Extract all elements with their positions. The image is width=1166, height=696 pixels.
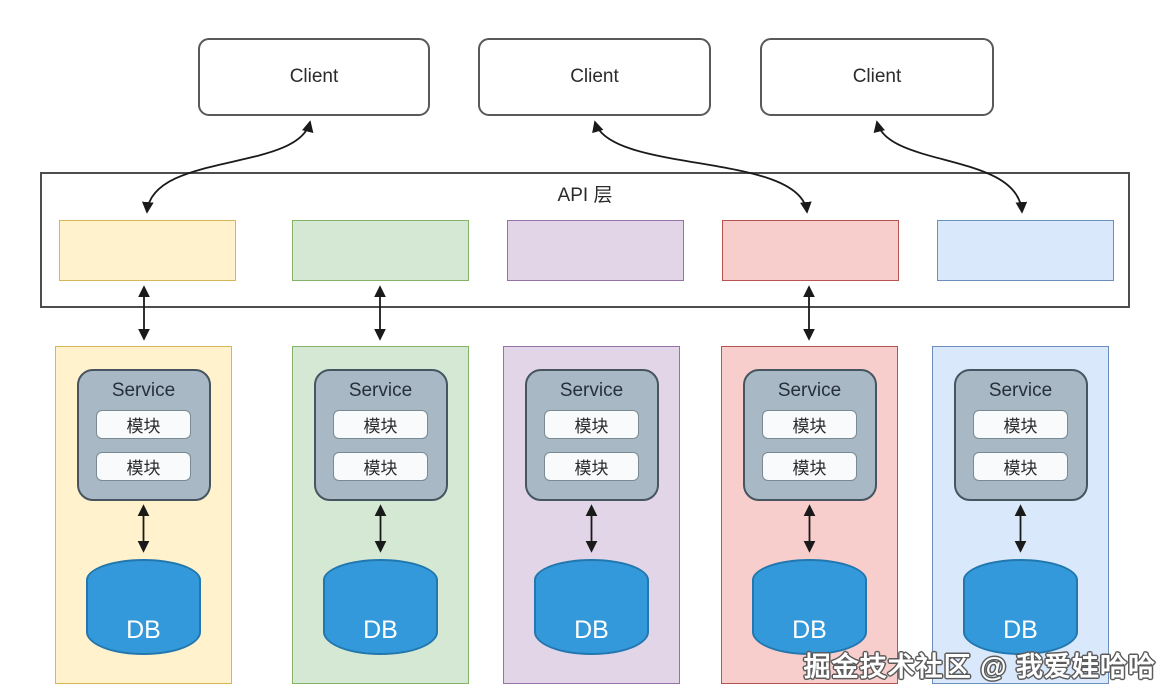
module-box: 模块: [96, 452, 191, 481]
db-cylinder: DB: [323, 559, 438, 655]
api-layer-box: API 层: [40, 172, 1130, 308]
service-label: Service: [988, 380, 1053, 401]
api-slot-yellow: [59, 220, 236, 281]
service-node: Service 模块 模块: [524, 369, 659, 501]
service-label: Service: [559, 380, 624, 401]
module-box: 模块: [973, 410, 1068, 439]
service-label: Service: [111, 380, 176, 401]
service-node: Service 模块 模块: [76, 369, 211, 501]
db-label: DB: [1003, 616, 1038, 644]
service-node: Service 模块 模块: [953, 369, 1088, 501]
db-cylinder-body: [534, 580, 649, 655]
db-cylinder: DB: [752, 559, 867, 655]
module-list: 模块 模块: [96, 410, 191, 481]
service-node: Service 模块 模块: [742, 369, 877, 501]
module-box: 模块: [544, 410, 639, 439]
db-cylinder-body: [963, 580, 1078, 655]
service-column-red: Service 模块 模块 DB: [721, 346, 898, 684]
module-box: 模块: [544, 452, 639, 481]
db-cylinder-body: [323, 580, 438, 655]
module-box: 模块: [762, 410, 857, 439]
service-column-blue: Service 模块 模块 DB: [932, 346, 1109, 684]
api-slot-purple: [507, 220, 684, 281]
client-node-2: Client: [478, 38, 711, 116]
service-column-purple: Service 模块 模块 DB: [503, 346, 680, 684]
db-cylinder: DB: [534, 559, 649, 655]
module-list: 模块 模块: [762, 410, 857, 481]
api-layer-label: API 层: [557, 185, 613, 206]
db-cylinder: DB: [963, 559, 1078, 655]
client-label: Client: [570, 66, 619, 87]
module-list: 模块 模块: [333, 410, 428, 481]
db-label: DB: [574, 616, 609, 644]
db-cylinder: DB: [86, 559, 201, 655]
client-label: Client: [852, 66, 902, 87]
db-cylinder-body: [86, 580, 201, 655]
client-node-3: Client: [760, 38, 994, 116]
db-label: DB: [363, 616, 398, 644]
db-label: DB: [792, 616, 827, 644]
api-slot-blue: [937, 220, 1114, 281]
module-box: 模块: [333, 410, 428, 439]
module-list: 模块 模块: [973, 410, 1068, 481]
service-label: Service: [777, 380, 842, 401]
module-box: 模块: [333, 452, 428, 481]
module-box: 模块: [762, 452, 857, 481]
client-label: Client: [289, 66, 339, 87]
service-column-green: Service 模块 模块 DB: [292, 346, 469, 684]
db-cylinder-body: [752, 580, 867, 655]
api-slot-red: [722, 220, 899, 281]
module-list: 模块 模块: [544, 410, 639, 481]
service-column-yellow: Service 模块 模块 DB: [55, 346, 232, 684]
service-label: Service: [348, 380, 413, 401]
db-label: DB: [126, 616, 161, 644]
client-node-1: Client: [198, 38, 430, 116]
module-box: 模块: [96, 410, 191, 439]
watermark-text: 掘金技术社区 @ 我爱娃哈哈: [803, 652, 1156, 682]
api-slot-green: [292, 220, 469, 281]
service-node: Service 模块 模块: [313, 369, 448, 501]
module-box: 模块: [973, 452, 1068, 481]
